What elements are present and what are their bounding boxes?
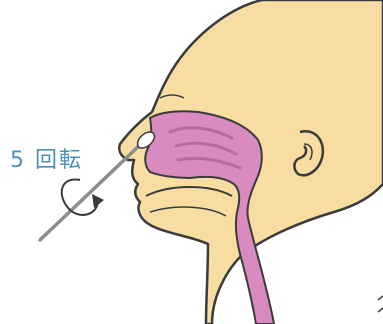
rotation-count-label: 5 回転 bbox=[10, 142, 83, 174]
edge-mark bbox=[378, 296, 383, 312]
